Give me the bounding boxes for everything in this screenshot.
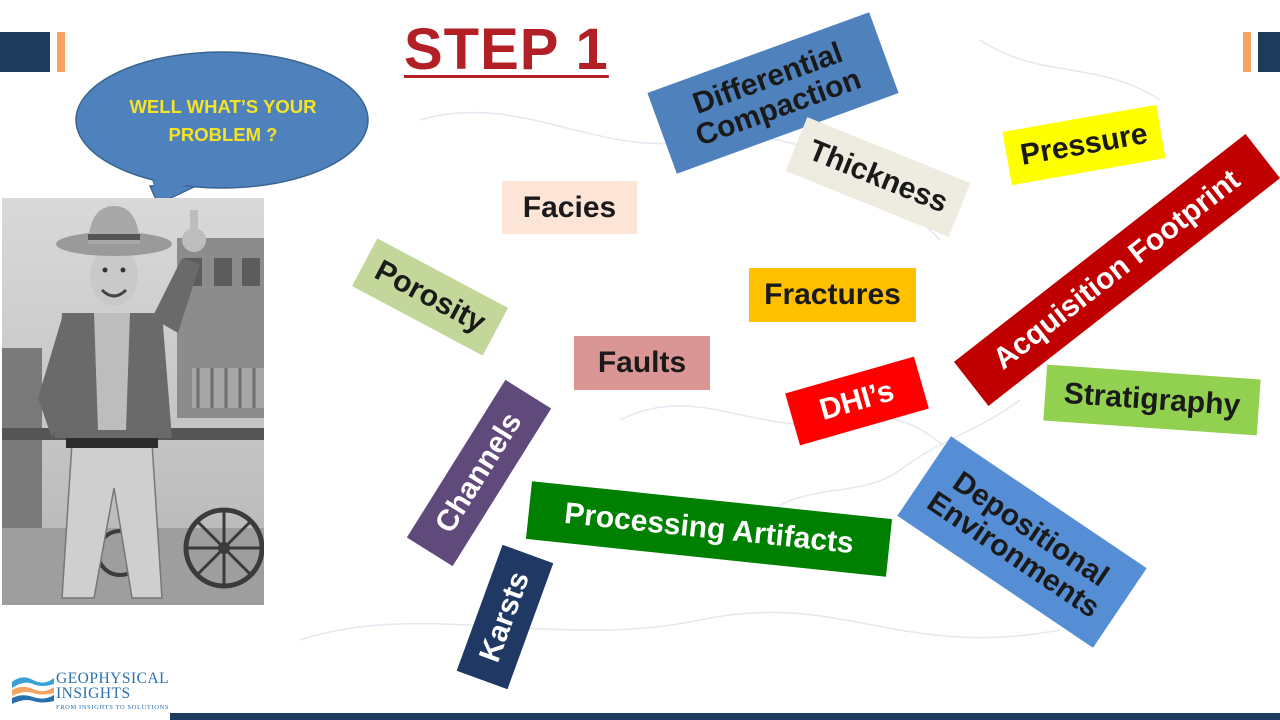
- speech-bubble-line1: WELL WHAT’S YOUR: [129, 96, 317, 117]
- geophysical-insights-logo-icon: [12, 677, 54, 704]
- logo-tagline: FROM INSIGHTS TO SOLUTIONS: [56, 704, 170, 711]
- logo-wordmark: GEOPHYSICAL INSIGHTS: [56, 670, 170, 702]
- top-right-navy-bar: [1258, 32, 1280, 72]
- logo-line1: GEOPHYSICAL: [56, 670, 170, 687]
- bottom-navy-bar: [170, 713, 1280, 720]
- tag-dhis-label: DHI’s: [816, 374, 898, 428]
- logo-line2: INSIGHTS: [56, 685, 131, 702]
- top-left-orange-bar: [57, 32, 65, 72]
- tag-faults: Faults: [574, 336, 710, 390]
- slide-title: STEP 1: [404, 17, 609, 82]
- tag-stratigraphy-label: Stratigraphy: [1062, 377, 1242, 423]
- tag-facies: Facies: [502, 181, 637, 234]
- top-left-navy-bar: [0, 32, 50, 72]
- tag-faults-label: Faults: [597, 346, 687, 380]
- speech-bubble: [75, 51, 369, 206]
- tag-fractures-label: Fractures: [764, 278, 901, 312]
- top-right-orange-bar: [1243, 32, 1251, 72]
- cowboy-photo: [2, 198, 264, 605]
- speech-bubble-text: WELL WHAT’S YOUR PROBLEM ?: [80, 93, 366, 149]
- speech-bubble-line2: PROBLEM ?: [168, 124, 278, 145]
- tag-facies-label: Facies: [522, 190, 617, 224]
- tag-fractures: Fractures: [749, 268, 916, 322]
- tag-pressure-label: Pressure: [1017, 117, 1151, 173]
